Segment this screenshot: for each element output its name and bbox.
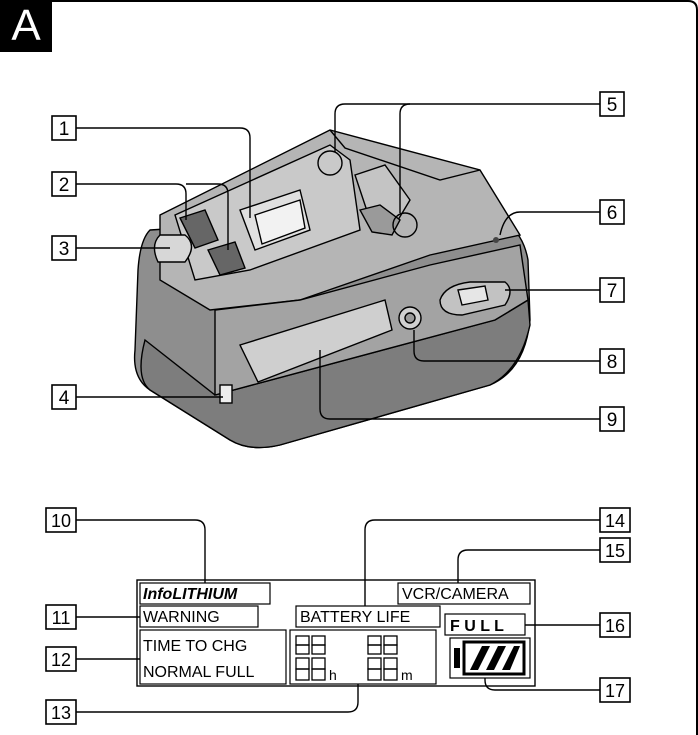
callout-13: 13: [45, 699, 77, 725]
callout-1: 1: [51, 115, 77, 141]
lcd-display-panel: InfoLITHIUM WARNING TIME TO CHG NORMAL F…: [136, 579, 536, 687]
lcd-infolithium: InfoLITHIUM: [143, 586, 238, 603]
lcd-battery-life: BATTERY LIFE: [300, 609, 410, 626]
svg-text:14: 14: [605, 511, 625, 531]
callout-2: 2: [51, 171, 77, 197]
callout-12: 12: [45, 646, 77, 672]
svg-text:17: 17: [605, 681, 625, 701]
lcd-vcr-camera: VCR/CAMERA: [402, 586, 509, 603]
lcd-warning: WARNING: [143, 609, 220, 626]
lcd-time-to-chg: TIME TO CHG: [143, 638, 247, 655]
lcd-normal-full: NORMAL FULL: [143, 664, 255, 681]
callout-11: 11: [45, 604, 77, 630]
svg-text:16: 16: [605, 616, 625, 636]
callout-5: 5: [599, 91, 625, 117]
svg-text:5: 5: [607, 95, 618, 116]
svg-text:11: 11: [52, 608, 71, 628]
svg-text:10: 10: [51, 511, 71, 531]
callout-17: 17: [599, 677, 631, 703]
callout-15: 15: [599, 537, 631, 563]
section-letter-badge: A: [0, 0, 52, 52]
leader-lines-lower: [76, 519, 600, 713]
lcd-full: F U L L: [450, 618, 504, 635]
svg-text:6: 6: [607, 203, 618, 224]
frame-border: [52, 0, 698, 735]
svg-text:1: 1: [59, 119, 70, 140]
charger-illustration: [133, 129, 531, 449]
lcd-hours-unit: h: [329, 667, 337, 683]
battery-gauge-icon: [449, 637, 531, 679]
lcd-minutes-unit: m: [401, 667, 413, 683]
callout-6: 6: [599, 199, 625, 225]
callout-7: 7: [599, 277, 625, 303]
callout-14: 14: [599, 507, 631, 533]
callout-16: 16: [599, 612, 631, 638]
callout-8: 8: [599, 348, 625, 374]
svg-text:2: 2: [59, 175, 70, 196]
lcd-time-digits: h m: [289, 629, 437, 685]
callout-4: 4: [51, 384, 77, 410]
svg-text:12: 12: [51, 650, 71, 670]
callout-3: 3: [51, 235, 77, 261]
svg-text:8: 8: [607, 352, 618, 373]
svg-text:13: 13: [51, 703, 71, 723]
svg-text:15: 15: [605, 541, 625, 561]
leader-lines-upper: [76, 103, 600, 420]
svg-text:9: 9: [607, 410, 618, 431]
svg-text:4: 4: [59, 388, 70, 409]
callout-9: 9: [599, 406, 625, 432]
callout-boxes-lower: 10 11 12 13 14 15 16 17: [45, 507, 631, 725]
svg-text:7: 7: [607, 281, 618, 302]
svg-text:3: 3: [59, 239, 70, 260]
callout-boxes-upper: 1 2 3 4 5 6 7 8: [51, 91, 625, 432]
callout-10: 10: [45, 507, 77, 533]
